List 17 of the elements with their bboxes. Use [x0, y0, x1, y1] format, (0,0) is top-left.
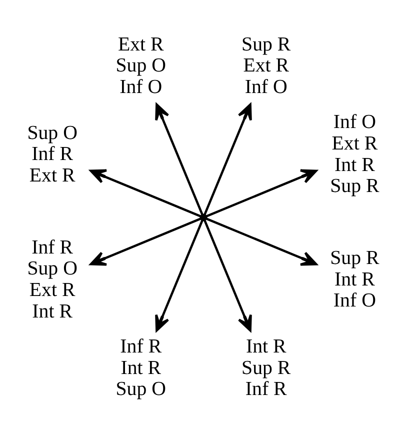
node-point	[200, 213, 208, 221]
node-text: Ext R Sup O Inf O	[116, 32, 166, 98]
arrow	[90, 217, 201, 266]
arrow	[155, 220, 204, 332]
arrow	[204, 220, 252, 332]
arrow	[204, 102, 252, 214]
node-text: Inf R Int R Sup O	[116, 335, 166, 400]
node-text: Sup R Int R Inf O	[330, 246, 380, 312]
arrow	[206, 217, 318, 266]
node-text: Sup O Inf R Ext R	[27, 121, 78, 186]
arrow	[155, 102, 204, 214]
node-text: Inf R Sup O Ext R Int R	[27, 236, 78, 322]
node-text: Inf O Ext R Int R Sup R	[330, 110, 380, 197]
arrow	[206, 168, 318, 217]
node-text: Sup R Ext R Inf O	[242, 32, 291, 98]
node-text: Int R Sup R Inf R	[242, 335, 291, 400]
arrow	[90, 168, 201, 217]
